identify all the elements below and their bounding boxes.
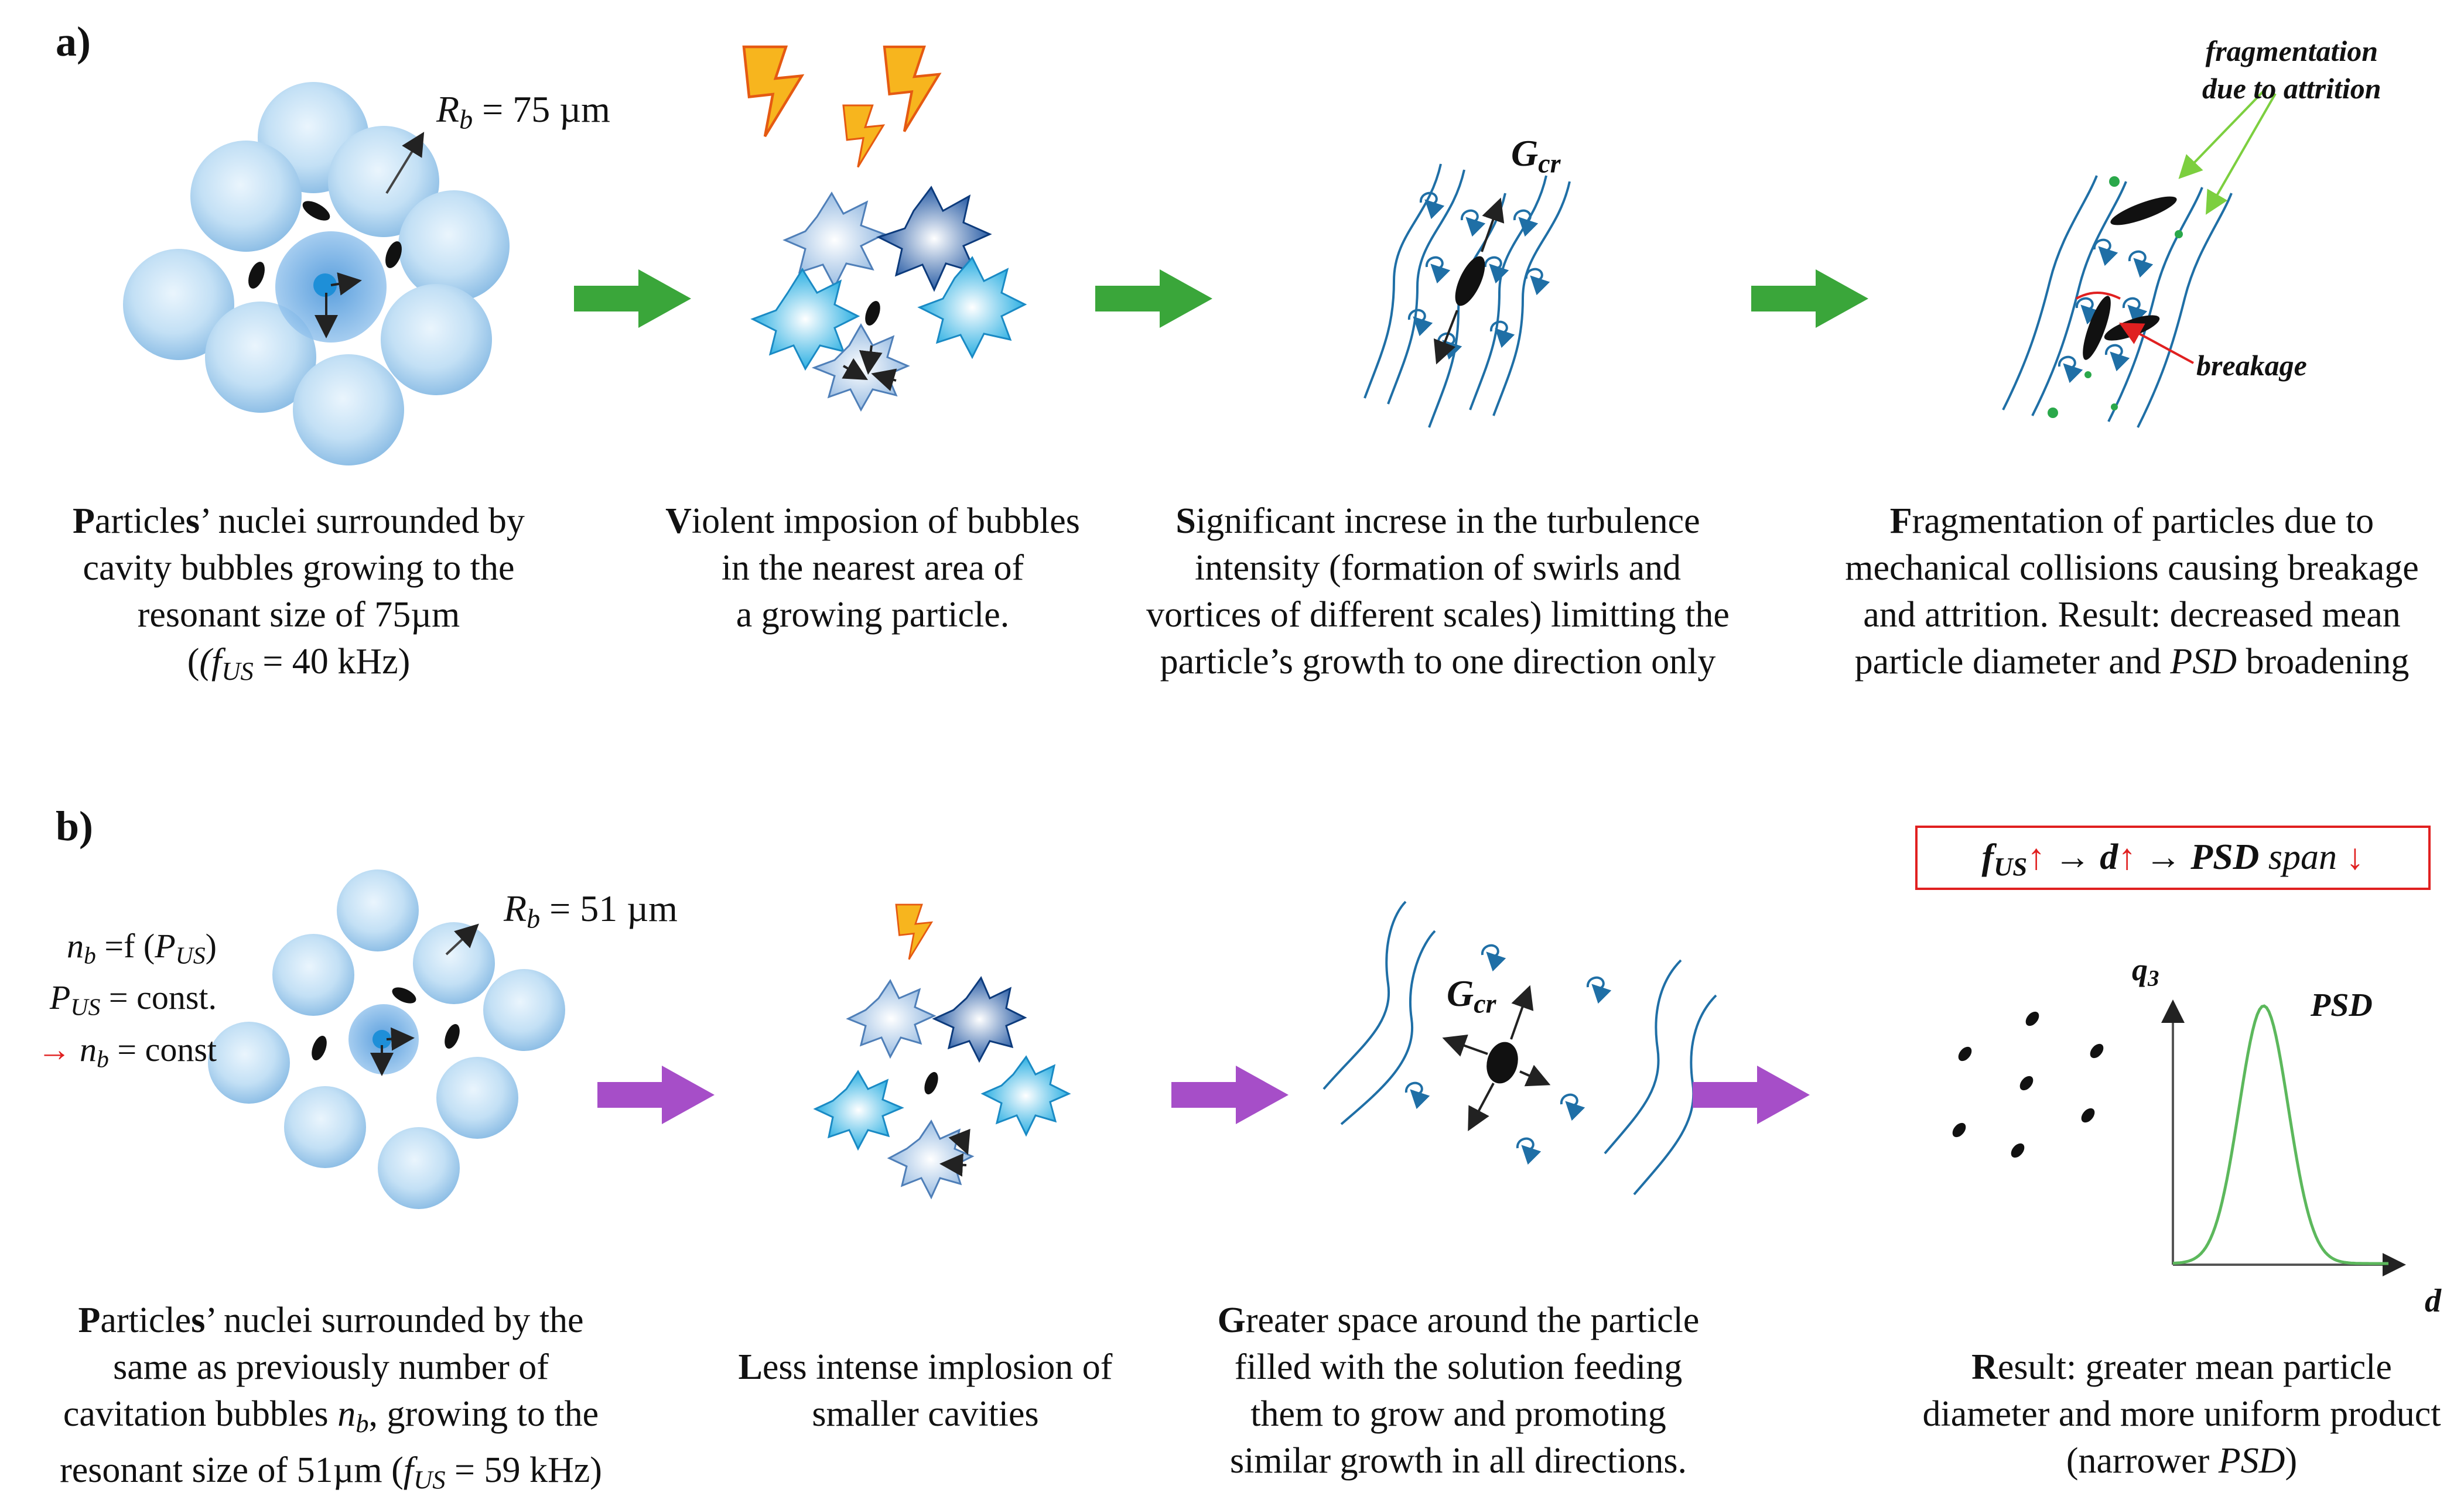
relation-box: fUS↑ → d↑ → PSD span ↓ [1915,826,2431,890]
turbulence-a [1363,163,1571,428]
particles-b4 [1952,1011,2104,1158]
caption-b3: Greater space around the particle filled… [1217,1300,1700,1481]
caption-a4: Fragmentation of particles due to mechan… [1845,501,2419,682]
gcr-label-b: Gcr [1447,973,1496,1019]
flow-arrow-a1 [574,269,691,328]
d-axis-label: d [2425,1283,2441,1319]
radius-label-b: Rb = 51 µm [504,888,678,934]
flow-arrow-b3 [1693,1066,1810,1124]
caption-b4: Result: greater mean particle diameter a… [1922,1347,2441,1481]
fragmentation-note: fragmentation due to attrition [2202,35,2381,105]
flow-arrow-b2 [1171,1066,1289,1124]
flow-arrow-a3 [1751,269,1868,328]
particle-a3 [1455,256,1485,306]
psd-curve [2172,1004,2388,1265]
breakage-note: breakage [2196,349,2307,382]
panel-letter-a: a) [56,18,91,65]
bubble-cluster-a [123,82,510,465]
nb-relations: nb =f (PUS) PUS = const. → nb = const [12,925,217,1080]
nb-line-1: nb =f (PUS) [66,927,217,970]
caption-a2: Violent imposion of bubbles in the neare… [665,501,1080,635]
panel-letter-b: b) [56,803,94,850]
psd-label: PSD [2311,987,2373,1023]
gcr-label-a: Gcr [1511,132,1561,179]
implosion-bursts-a [744,47,1027,412]
pus-line: PUS = const. [49,978,217,1021]
psd-chart [2161,999,2406,1276]
bubble-cluster-b [208,869,565,1209]
implosion-bursts-b [813,903,1071,1200]
q3-label: q3 [2132,952,2159,991]
caption-b2: Less intense implosion of smaller caviti… [738,1347,1113,1434]
flow-arrow-b1 [597,1066,715,1124]
caption-a3: Significant increse in the turbulence in… [1146,501,1730,682]
fragmentation-a [2002,87,2277,428]
particle-b3 [1486,1042,1518,1084]
flow-arrow-a2 [1095,269,1212,328]
caption-b1: Particles’ nuclei surrounded by the same… [60,1300,602,1495]
radius-label-a: Rb = 75 µm [436,88,610,135]
caption-a1: Particles’ nuclei surrounded by cavity b… [73,501,525,686]
nb-line-3: → nb = const [37,1030,217,1073]
turbulence-b [1322,901,1717,1196]
